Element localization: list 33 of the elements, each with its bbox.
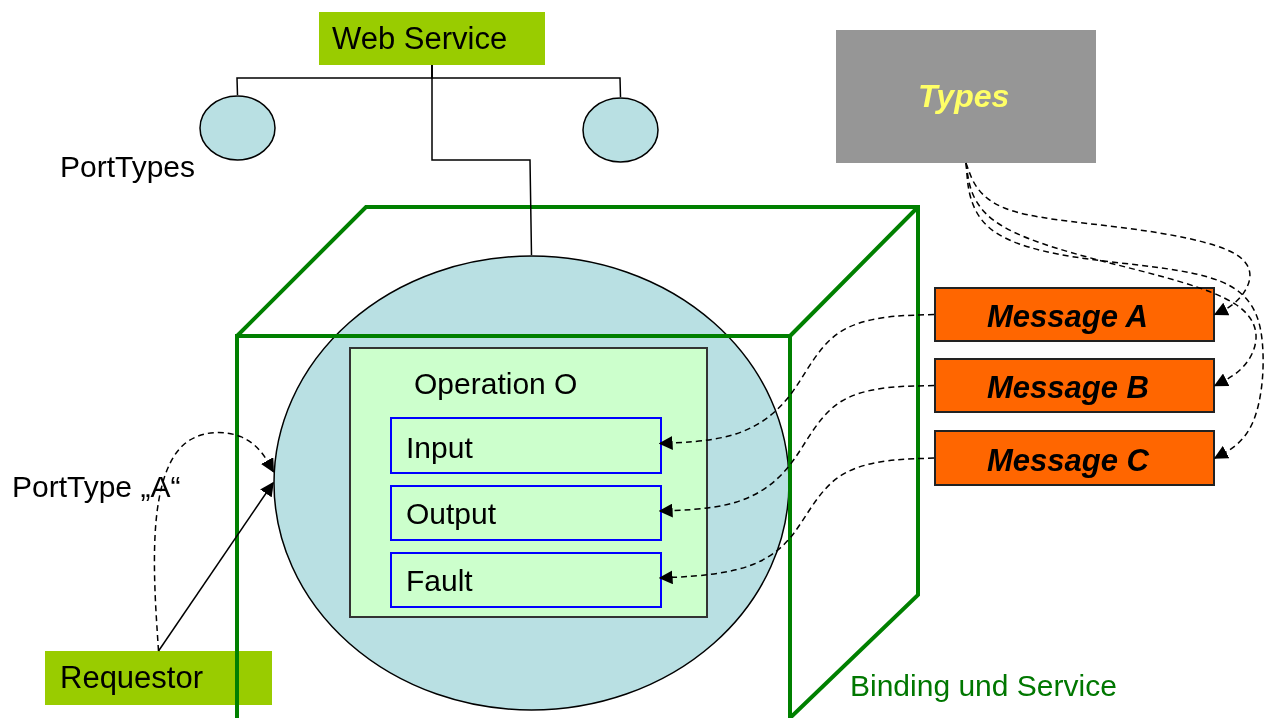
box-label: Message C	[987, 445, 1149, 476]
box-label: Input	[406, 433, 473, 463]
fault-box	[390, 552, 662, 608]
operation-box	[349, 347, 708, 618]
text-label: Binding und Service	[850, 671, 1117, 701]
text-label: PortTypes	[60, 152, 196, 182]
message-box	[934, 287, 1215, 342]
output-box	[390, 485, 662, 541]
port-type-circle	[582, 97, 659, 163]
arrow	[157, 481, 274, 652]
box-label: Message B	[987, 372, 1149, 403]
arrow	[965, 162, 1264, 459]
arrow	[658, 384, 935, 518]
arrow	[658, 457, 935, 585]
port-type-ellipse	[273, 255, 790, 711]
box-label: Message A	[987, 301, 1148, 332]
arrow	[965, 162, 1251, 316]
message-box	[934, 430, 1215, 486]
service-box	[319, 12, 545, 65]
requestor-box	[45, 651, 272, 705]
port-type-circle	[199, 95, 276, 161]
arrow	[658, 313, 935, 450]
box-label: Fault	[406, 566, 473, 596]
arrow	[153, 431, 275, 652]
box-label: Types	[918, 80, 1010, 112]
box-label: Output	[406, 499, 497, 529]
input-box	[390, 417, 662, 474]
box-label: Requestor	[60, 662, 204, 693]
text-label: PortType „A“	[12, 472, 181, 502]
types-box	[836, 30, 1096, 163]
box-label: Web Service	[332, 23, 508, 54]
message-box	[934, 358, 1215, 413]
box-label: Operation O	[414, 369, 578, 399]
